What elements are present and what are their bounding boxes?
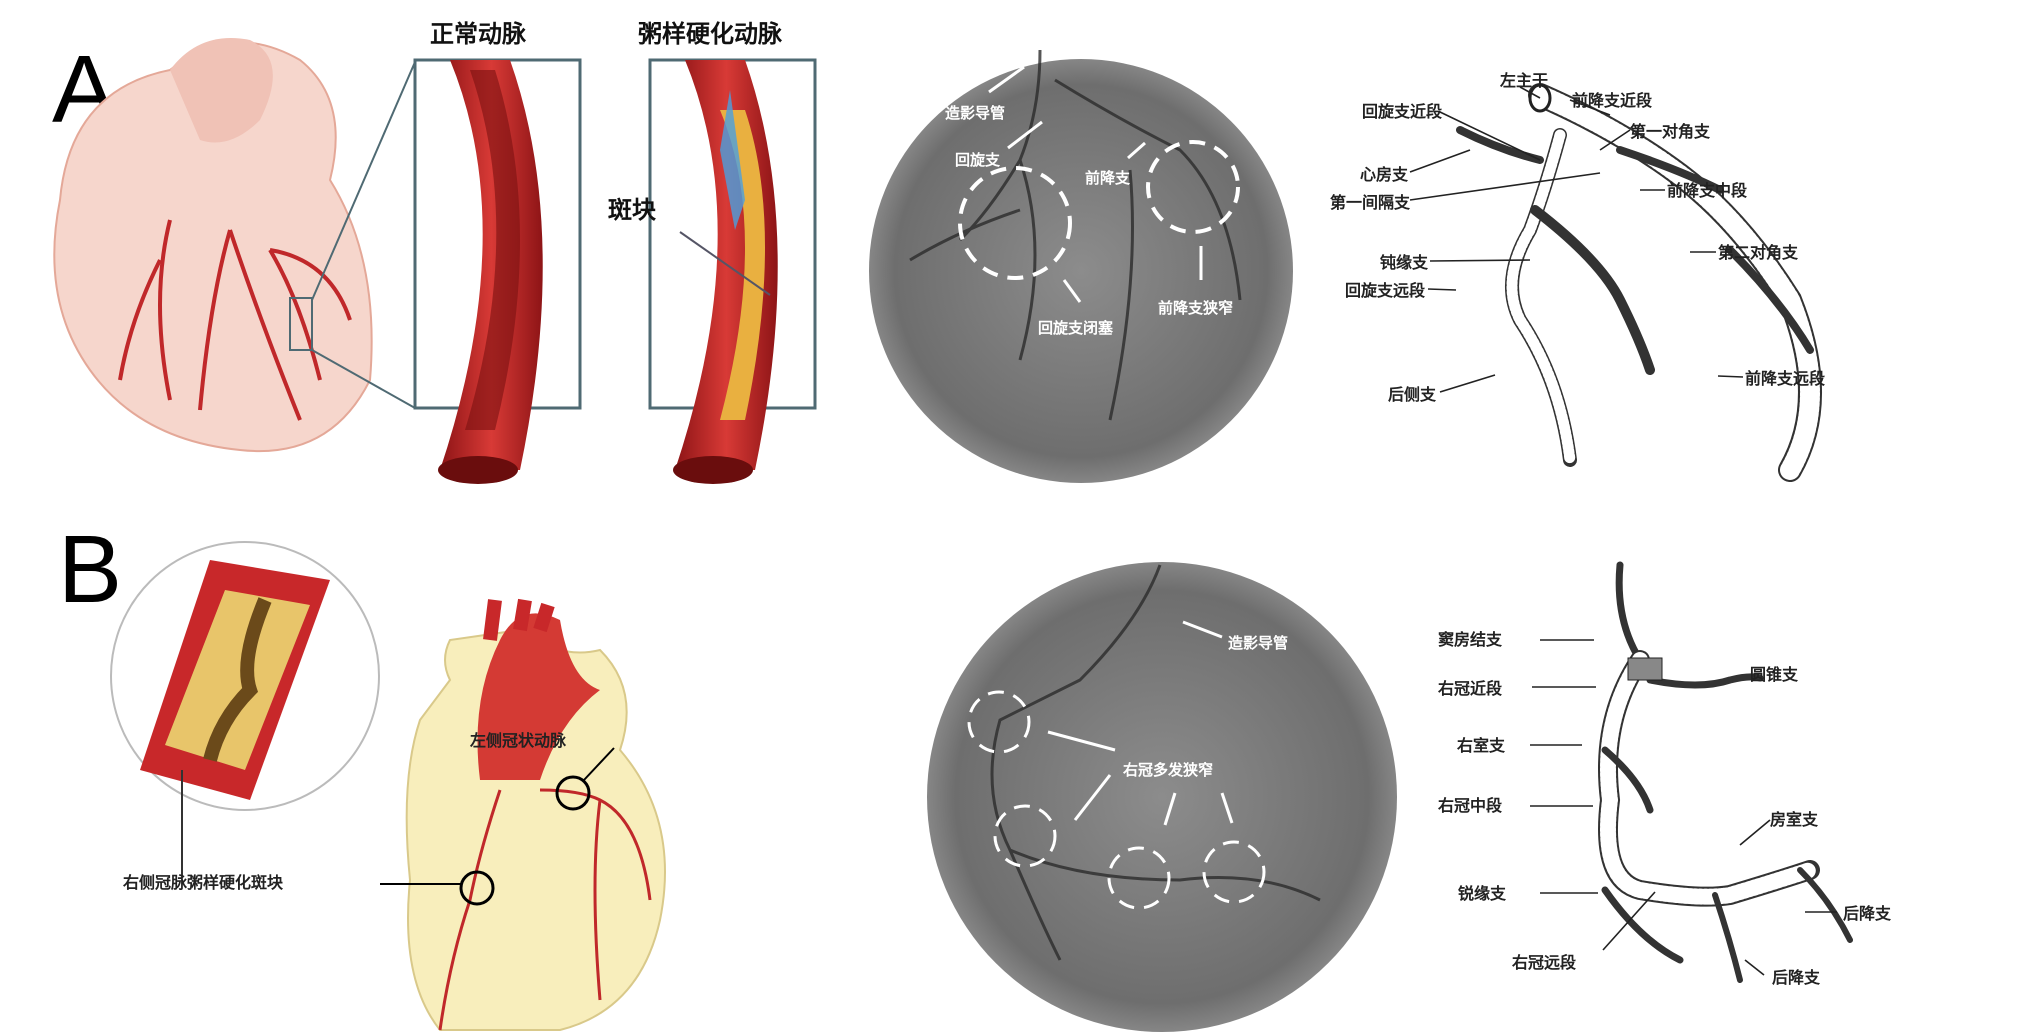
label-lcx-proximal: 回旋支近段 bbox=[1362, 102, 1443, 121]
label-first-septal: 第一间隔支 bbox=[1330, 193, 1411, 212]
label-first-diagonal: 第一对角支 bbox=[1630, 122, 1711, 141]
heart-illustration-b bbox=[380, 598, 666, 1031]
angio-a-circumflex-occlusion-label: 回旋支闭塞 bbox=[1038, 319, 1114, 337]
label-rv-branch: 右室支 bbox=[1457, 736, 1506, 755]
angio-a-lad-label: 前降支 bbox=[1085, 169, 1131, 187]
angio-a-circumflex-label: 回旋支 bbox=[955, 151, 1001, 169]
label-rca-mid: 右冠中段 bbox=[1438, 796, 1503, 815]
right-coronary-diagram bbox=[1530, 561, 1853, 983]
angio-b-catheter-label: 造影导管 bbox=[1228, 634, 1288, 652]
label-obtuse-marginal: 钝缘支 bbox=[1379, 253, 1429, 272]
label-conus-branch: 圆锥支 bbox=[1750, 665, 1799, 684]
normal-artery-illustration bbox=[413, 58, 582, 484]
label-atrial-branch: 心房支 bbox=[1360, 165, 1409, 184]
label-pda-2: 后降支 bbox=[1772, 968, 1821, 987]
angio-a-lad-stenosis-label: 前降支狭窄 bbox=[1158, 299, 1233, 317]
label-acute-marginal: 锐缘支 bbox=[1458, 884, 1507, 903]
left-coronary-label: 左侧冠状动脉 bbox=[469, 731, 567, 750]
rca-plaque-label: 右侧冠脉粥样硬化斑块 bbox=[123, 873, 284, 892]
label-pda-1: 后降支 bbox=[1843, 904, 1892, 923]
plaque-label: 斑块 bbox=[608, 195, 656, 224]
normal-artery-title: 正常动脉 bbox=[430, 19, 527, 48]
label-second-diagonal: 第二对角支 bbox=[1718, 243, 1799, 262]
label-av-branch: 房室支 bbox=[1770, 810, 1819, 829]
heart-illustration-a bbox=[53, 38, 416, 453]
label-lad-distal: 前降支远段 bbox=[1745, 369, 1826, 388]
atherosclerotic-artery-illustration bbox=[648, 58, 817, 484]
label-posterolateral: 后侧支 bbox=[1388, 385, 1437, 404]
label-lad-mid: 前降支中段 bbox=[1667, 181, 1748, 200]
angiogram-b bbox=[927, 562, 1397, 1032]
label-sa-node-branch: 窦房结支 bbox=[1438, 630, 1503, 649]
atherosclerotic-artery-title: 粥样硬化动脉 bbox=[638, 19, 783, 48]
label-lcx-distal: 回旋支远段 bbox=[1345, 281, 1426, 300]
label-rca-distal: 右冠远段 bbox=[1512, 953, 1577, 972]
label-lad-proximal: 前降支近段 bbox=[1572, 91, 1653, 110]
label-rca-proximal: 右冠近段 bbox=[1438, 679, 1503, 698]
angio-a-catheter-label: 造影导管 bbox=[945, 104, 1005, 122]
panel-label-b: B bbox=[58, 516, 122, 623]
angiogram-a bbox=[869, 49, 1293, 483]
left-coronary-diagram bbox=[1409, 83, 1822, 482]
angio-b-multiple-stenosis-label: 右冠多发狭窄 bbox=[1123, 761, 1213, 779]
plaque-inset-b bbox=[110, 541, 380, 878]
label-left-main: 左主干 bbox=[1499, 71, 1548, 90]
